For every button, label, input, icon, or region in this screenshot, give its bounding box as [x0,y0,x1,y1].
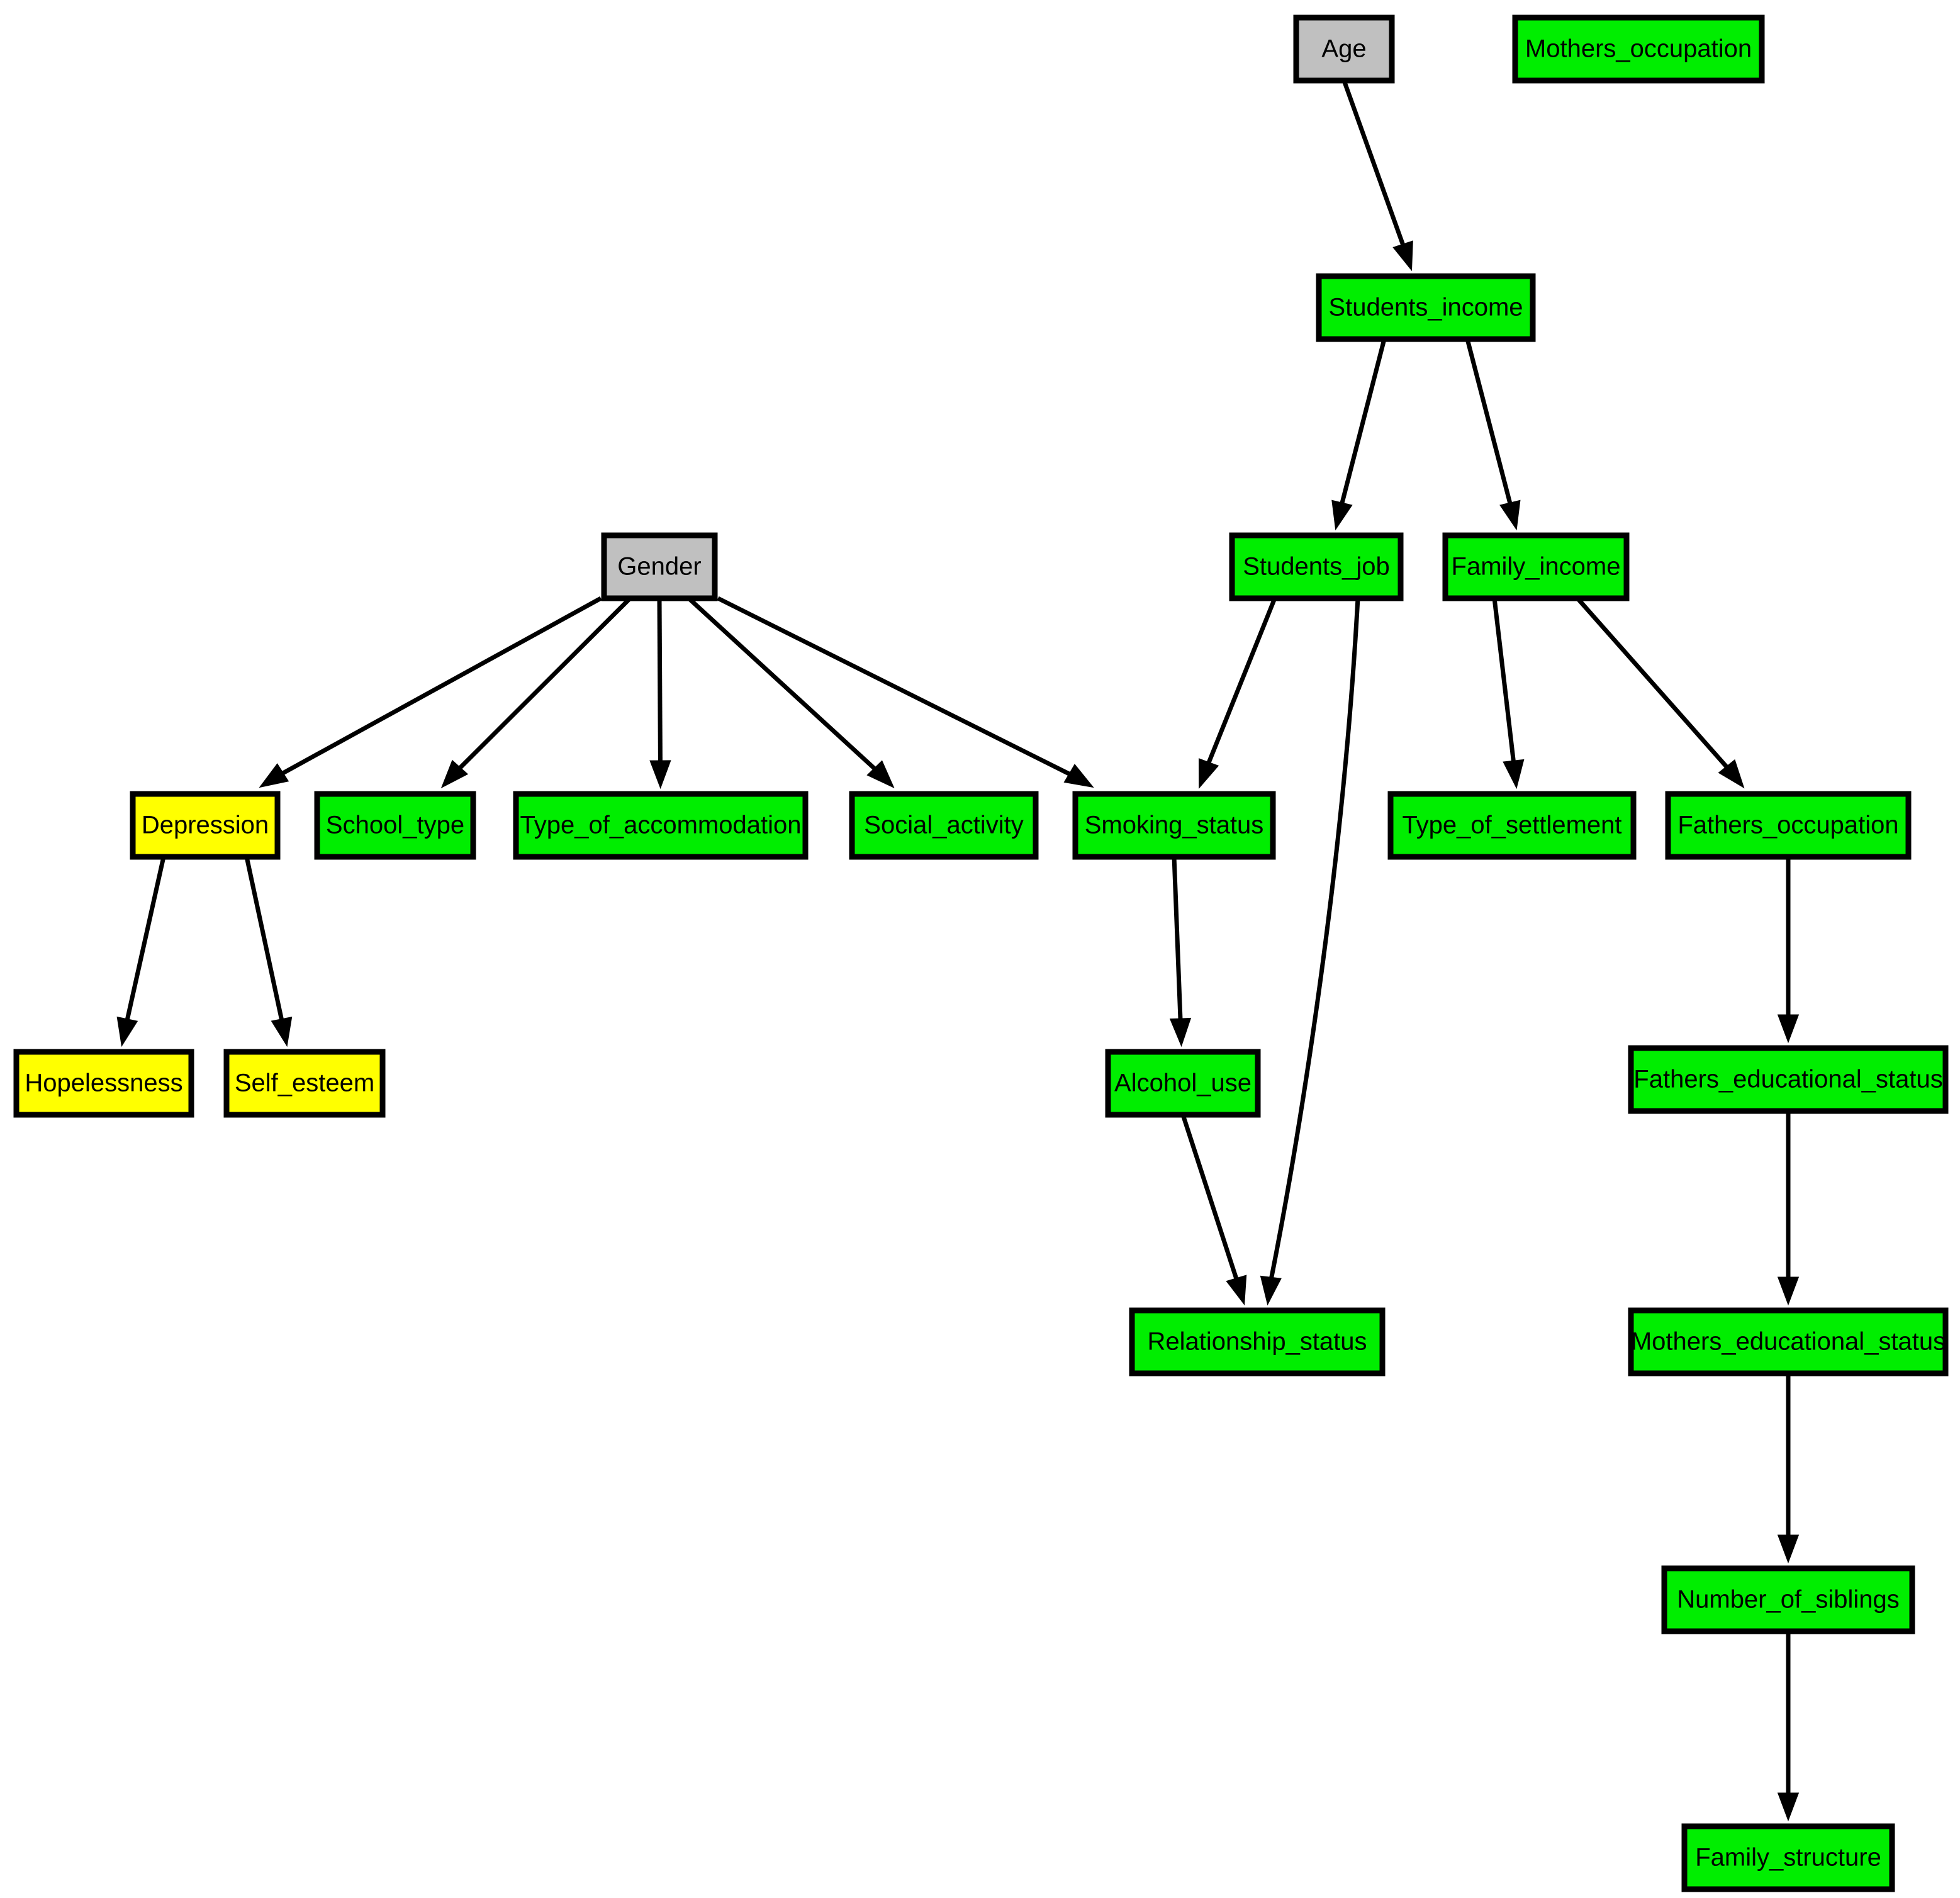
node-box-smoking_status[interactable] [1072,791,1276,860]
edge-depression-to-self_esteem [244,856,293,1047]
edge-students_job-to-smoking_status [1198,597,1277,790]
node-box-school_type[interactable] [314,791,476,860]
node-box-students_income[interactable] [1316,273,1536,342]
node-school_type[interactable]: School_type [314,791,476,860]
edges-layer [116,79,1800,1822]
node-gender[interactable]: Gender [601,532,718,601]
node-students_income[interactable]: Students_income [1316,273,1536,342]
edge-gender-to-type_of_accommodation [649,598,671,790]
node-box-fathers_occupation[interactable] [1665,791,1912,860]
node-type_of_accommodation[interactable]: Type_of_accommodation [513,791,809,860]
node-box-family_structure[interactable] [1681,1823,1895,1892]
node-box-relationship_status[interactable] [1129,1307,1386,1376]
edge-family_income-to-fathers_occupation [1576,596,1745,789]
node-age[interactable]: Age [1293,14,1395,84]
edge-smoking_status-to-alcohol_use [1169,856,1192,1047]
node-smoking_status[interactable]: Smoking_status [1072,791,1276,860]
node-mothers_occupation[interactable]: Mothers_occupation [1512,14,1765,84]
node-box-social_activity[interactable] [849,791,1039,860]
edge-students_income-to-students_job [1331,338,1387,531]
edge-alcohol_use-to-relationship_status [1180,1114,1247,1306]
edge-gender-to-smoking_status [717,596,1094,788]
node-alcohol_use[interactable]: Alcohol_use [1105,1049,1261,1118]
edge-gender-to-school_type [440,596,632,789]
node-students_job[interactable]: Students_job [1229,532,1404,601]
edge-students_job-to-relationship_status [1260,598,1360,1306]
node-box-students_job[interactable] [1229,532,1404,601]
edge-gender-to-depression [259,596,602,788]
edge-depression-to-hopelessness [116,856,166,1047]
node-fathers_educational_status[interactable]: Fathers_educational_status [1628,1045,1949,1114]
node-box-type_of_accommodation[interactable] [513,791,809,860]
node-relationship_status[interactable]: Relationship_status [1129,1307,1386,1376]
node-box-fathers_educational_status[interactable] [1628,1045,1949,1114]
node-box-type_of_settlement[interactable] [1387,791,1637,860]
node-box-depression[interactable] [130,791,281,860]
node-box-age[interactable] [1293,14,1395,84]
node-social_activity[interactable]: Social_activity [849,791,1039,860]
node-hopelessness[interactable]: Hopelessness [13,1049,194,1118]
node-mothers_educational_status[interactable]: Mothers_educational_status [1628,1307,1949,1376]
edge-gender-to-social_activity [687,596,895,789]
node-fathers_occupation[interactable]: Fathers_occupation [1665,791,1912,860]
edge-family_income-to-type_of_settlement [1492,598,1525,790]
node-self_esteem[interactable]: Self_esteem [223,1049,386,1118]
node-box-family_income[interactable] [1442,532,1630,601]
edge-mothers_educational_status-to-number_of_siblings [1777,1373,1800,1564]
node-depression[interactable]: Depression [130,791,281,860]
edge-fathers_educational_status-to-mothers_educational_status [1777,1111,1800,1306]
node-box-gender[interactable] [601,532,718,601]
edge-fathers_occupation-to-fathers_educational_status [1777,857,1800,1044]
nodes-layer: Age Mothers_occupationStudents_incomeGend… [13,14,1949,1892]
node-family_income[interactable]: Family_income [1442,532,1630,601]
node-box-mothers_occupation[interactable] [1512,14,1765,84]
edge-number_of_siblings-to-family_structure [1777,1631,1800,1822]
node-family_structure[interactable]: Family_structure [1681,1823,1895,1892]
node-box-self_esteem[interactable] [223,1049,386,1118]
edge-students_income-to-family_income [1465,338,1521,531]
node-box-alcohol_use[interactable] [1105,1049,1261,1118]
node-box-hopelessness[interactable] [13,1049,194,1118]
edge-age-to-students_income [1341,79,1413,272]
node-box-number_of_siblings[interactable] [1661,1565,1915,1634]
node-type_of_settlement[interactable]: Type_of_settlement [1387,791,1637,860]
node-box-mothers_educational_status[interactable] [1628,1307,1949,1376]
node-number_of_siblings[interactable]: Number_of_siblings [1661,1565,1915,1634]
